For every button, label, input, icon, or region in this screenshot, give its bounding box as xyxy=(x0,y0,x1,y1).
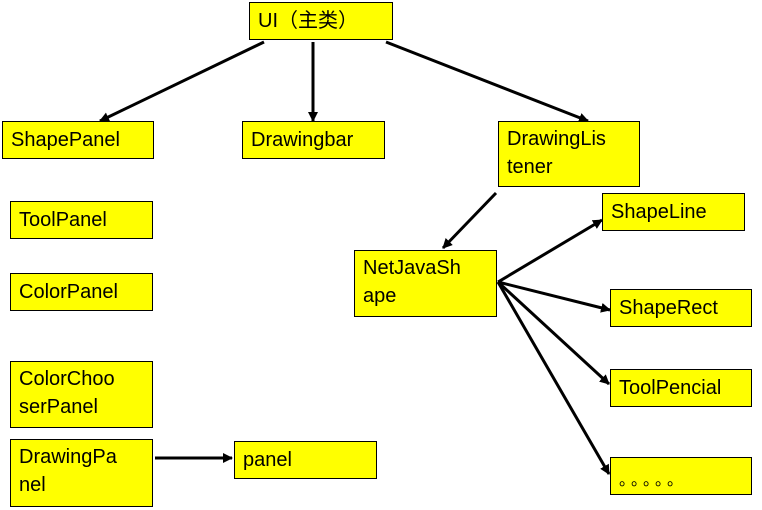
node-net-java-shape: NetJavaSh ape xyxy=(354,250,497,317)
arrow-net-java-shape-to-more xyxy=(496,281,611,475)
node-tool-panel: ToolPanel xyxy=(10,201,153,239)
node-tool-pencial: ToolPencial xyxy=(610,369,752,407)
node-drawing-listener: DrawingLis tener xyxy=(498,121,640,187)
arrow-ui-to-shape-panel xyxy=(99,40,265,123)
node-shape-line: ShapeLine xyxy=(602,193,745,231)
node-color-chooser-panel: ColorChoo serPanel xyxy=(10,361,153,428)
node-color-panel: ColorPanel xyxy=(10,273,153,311)
arrow-net-java-shape-to-tool-pencial xyxy=(496,280,611,386)
node-drawing-panel: DrawingPa nel xyxy=(10,439,153,507)
arrow-net-java-shape-to-shape-rect xyxy=(497,280,611,313)
arrow-drawing-listener-to-net-java-shape xyxy=(441,191,498,250)
node-drawingbar: Drawingbar xyxy=(242,121,385,159)
node-shape-panel: ShapePanel xyxy=(2,121,154,159)
node-shape-rect: ShapeRect xyxy=(610,289,752,327)
node-panel: panel xyxy=(234,441,377,479)
arrow-ui-to-drawing-listener xyxy=(385,40,589,123)
node-more-ellipsis: 。。。。。 xyxy=(610,457,752,495)
arrow-net-java-shape-to-shape-line xyxy=(497,218,603,284)
node-ui-main-class: UI（主类） xyxy=(249,2,393,40)
